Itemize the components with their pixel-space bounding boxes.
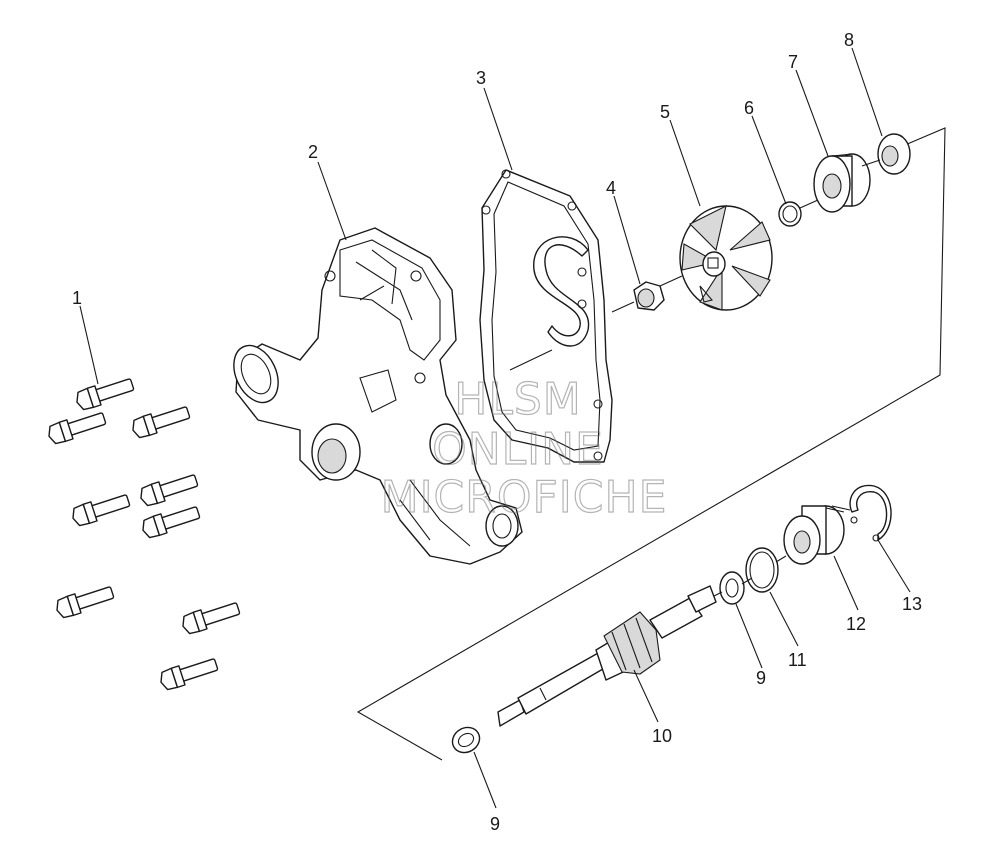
bolt — [132, 406, 191, 439]
impeller-nut — [611, 281, 665, 313]
o-ring-large — [745, 547, 779, 593]
assembly-bracket — [356, 127, 946, 761]
washer-upper — [719, 571, 745, 605]
bolt — [182, 602, 241, 635]
leader-lines — [79, 47, 911, 809]
washer-lower — [451, 726, 481, 754]
pump-housing — [233, 227, 523, 565]
watermark-line-3: MICROFICHE — [381, 472, 668, 523]
circlip — [849, 484, 892, 542]
impeller — [679, 204, 773, 311]
watermark-line-2: ONLINE — [432, 424, 604, 475]
bolt — [160, 658, 219, 691]
watermark: HLSM ONLINE MICROFICHE — [380, 373, 668, 523]
callout-9-lower: 9 — [490, 814, 500, 834]
bolt — [142, 506, 201, 539]
callout-2: 2 — [308, 142, 318, 162]
bolt — [76, 378, 135, 411]
callout-6: 6 — [744, 98, 754, 118]
gasket — [479, 169, 613, 463]
mechanical-seal — [813, 153, 871, 213]
callout-5: 5 — [660, 102, 670, 122]
callouts: 1 2 3 4 5 6 7 8 9 10 11 12 13 9 — [72, 30, 922, 834]
bolt — [140, 474, 199, 507]
callout-1: 1 — [72, 288, 82, 308]
pump-shaft — [497, 585, 717, 727]
callout-12: 12 — [846, 614, 866, 634]
seal-ring — [877, 133, 911, 175]
callout-9-upper: 9 — [756, 668, 766, 688]
o-ring-small — [778, 201, 802, 227]
bolt — [48, 412, 107, 445]
callout-7: 7 — [788, 52, 798, 72]
bolt — [72, 494, 131, 527]
watermark-line-1: HLSM — [454, 374, 582, 425]
callout-4: 4 — [606, 178, 616, 198]
bearing — [783, 505, 851, 565]
callout-10: 10 — [652, 726, 672, 746]
callout-8: 8 — [844, 30, 854, 50]
callout-13: 13 — [902, 594, 922, 614]
bolts-group — [48, 378, 241, 691]
bolt — [56, 586, 115, 619]
callout-3: 3 — [476, 68, 486, 88]
callout-11: 11 — [788, 650, 807, 670]
